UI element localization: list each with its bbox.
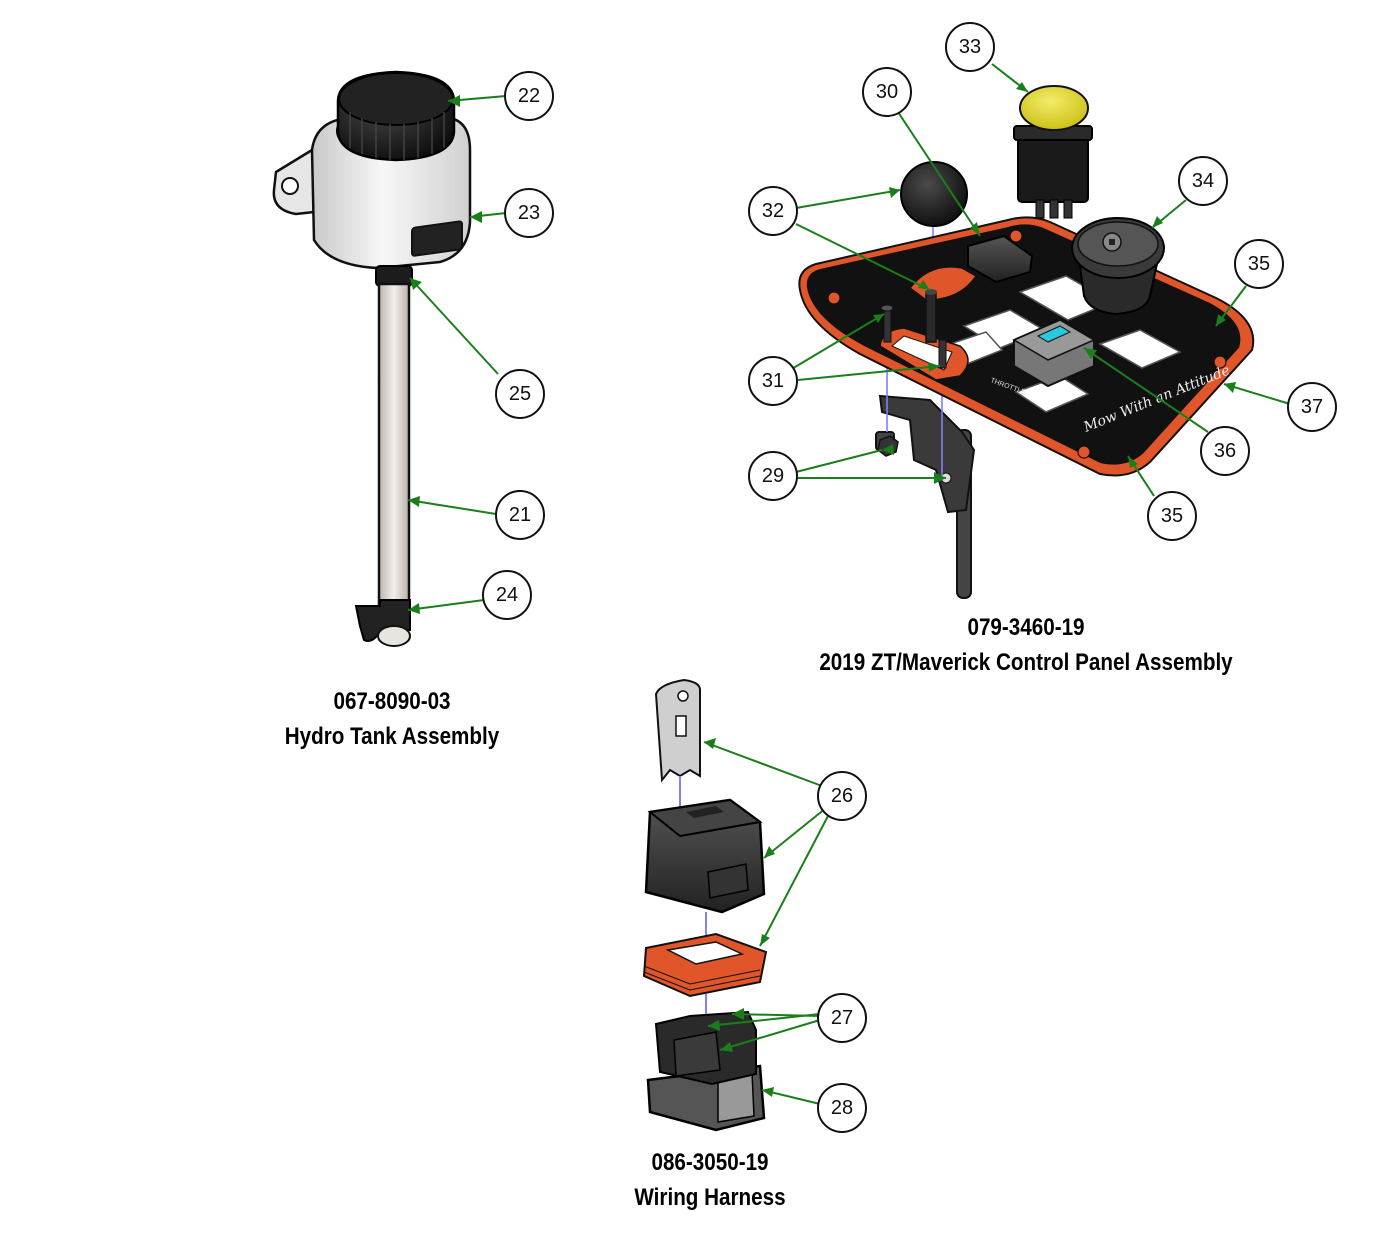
callout-29: 29 bbox=[762, 465, 784, 487]
callout-23: 23 bbox=[518, 202, 540, 224]
control-panel-caption: 079-3460-19 2019 ZT/Maverick Control Pan… bbox=[802, 610, 1249, 680]
throttle-bracket bbox=[878, 394, 976, 514]
callout-34: 34 bbox=[1192, 170, 1214, 192]
hydro-tank-title: Hydro Tank Assembly bbox=[284, 723, 500, 750]
throttle-lever-post bbox=[925, 291, 937, 343]
callout-28: 28 bbox=[831, 1097, 853, 1119]
hydro-tank-assembly bbox=[272, 70, 472, 647]
wiring-harness-assembly bbox=[642, 678, 768, 1132]
callout-37: 37 bbox=[1301, 396, 1323, 418]
callout-22: 22 bbox=[518, 85, 540, 107]
wiring-harness-title: Wiring Harness bbox=[634, 1184, 786, 1211]
wiring-harness-part-number: 086-3050-19 bbox=[651, 1149, 769, 1176]
callout-33: 33 bbox=[959, 36, 981, 58]
pto-switch-body bbox=[1017, 131, 1089, 203]
callout-26: 26 bbox=[831, 785, 853, 807]
callout-31: 31 bbox=[762, 370, 784, 392]
leader-lines bbox=[407, 63, 1291, 1105]
control-panel-assembly: THROTTLE Mow With an Attitude bbox=[798, 85, 1255, 599]
callout-25: 25 bbox=[509, 383, 531, 405]
switch-plug-cover bbox=[967, 234, 1034, 284]
throttle-knob bbox=[900, 161, 968, 227]
callout-27: 27 bbox=[831, 1007, 853, 1029]
callout-36: 36 bbox=[1214, 440, 1236, 462]
callout-24: 24 bbox=[496, 584, 518, 606]
control-panel-title: 2019 ZT/Maverick Control Panel Assembly bbox=[819, 649, 1233, 676]
hydro-hose bbox=[377, 282, 411, 626]
pto-switch-cap bbox=[1019, 85, 1089, 131]
callout-21: 21 bbox=[509, 504, 531, 526]
callout-32: 32 bbox=[762, 200, 784, 222]
hydro-tank-caption: 067-8090-03 Hydro Tank Assembly bbox=[254, 684, 529, 754]
callout-bubbles bbox=[482, 22, 1337, 1133]
control-panel-part-number: 079-3460-19 bbox=[967, 614, 1085, 641]
leader-arrowheads bbox=[408, 82, 1236, 1097]
wiring-harness-caption: 086-3050-19 Wiring Harness bbox=[590, 1145, 831, 1215]
callout-30: 30 bbox=[876, 81, 898, 103]
callout-35-top: 35 bbox=[1248, 253, 1270, 275]
callout-35-bottom: 35 bbox=[1161, 505, 1183, 527]
hydro-tank-part-number: 067-8090-03 bbox=[333, 688, 451, 715]
